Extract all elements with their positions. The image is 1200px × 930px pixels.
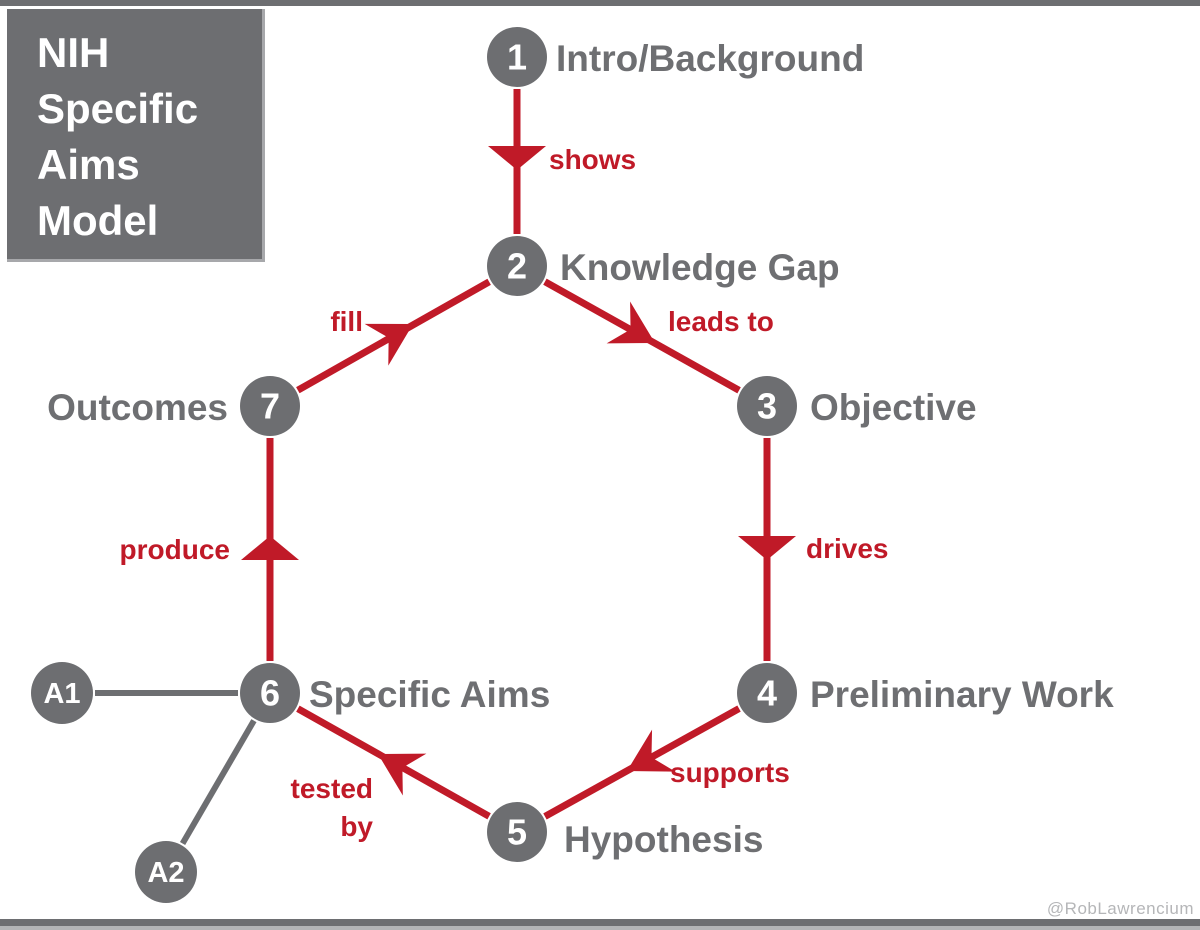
edge-label-leads-to: leads to (668, 306, 774, 337)
bottom-border-bar (0, 919, 1200, 926)
node-2-circle (487, 236, 547, 296)
edge-label-shows: shows (549, 144, 636, 175)
arrowhead-1-to-2-icon (488, 146, 546, 170)
node-1-label: Intro/Background (556, 38, 864, 79)
node-A1-number: A1 (43, 678, 80, 710)
node-4-number: 4 (757, 673, 777, 714)
edge-label-produce: produce (120, 534, 230, 565)
title-line-3: Aims (37, 141, 140, 188)
node-5-circle (487, 802, 547, 862)
node-A2-circle (135, 841, 197, 903)
bottom-border-light-bar (0, 926, 1200, 930)
arrowhead-4-to-5-icon (627, 729, 676, 772)
node-2-label: Knowledge Gap (560, 247, 840, 288)
edge-label-tested-by: by (340, 811, 373, 842)
node-4-circle (737, 663, 797, 723)
node-A1-circle (31, 662, 93, 724)
edge-label-fill: fill (330, 306, 363, 337)
arrowhead-5-to-6-icon (378, 753, 427, 796)
node-7-circle (240, 376, 300, 436)
node-7-label: Outcomes (47, 387, 228, 428)
node-5-label: Hypothesis (564, 819, 763, 860)
edge-label-tested-by: tested (291, 773, 373, 804)
node-6-label: Specific Aims (309, 674, 550, 715)
edge-label-drives: drives (806, 533, 889, 564)
node-3-label: Objective (810, 387, 977, 428)
top-border-bar (0, 0, 1200, 6)
arrowhead-7-to-2-icon (364, 323, 413, 366)
node-7-number: 7 (260, 386, 280, 427)
node-1-number: 1 (507, 37, 527, 78)
title-line-2: Specific (37, 85, 199, 132)
node-A2-number: A2 (147, 857, 184, 889)
node-3-number: 3 (757, 386, 777, 427)
node-3-circle (737, 376, 797, 436)
node-5-number: 5 (507, 812, 527, 853)
arrowhead-3-to-4-icon (738, 536, 796, 560)
arrowhead-6-to-7-icon (241, 536, 299, 560)
node-2-number: 2 (507, 246, 527, 287)
edge-A2-to-6 (179, 719, 257, 845)
node-4-label: Preliminary Work (810, 674, 1114, 715)
node-6-circle (240, 663, 300, 723)
title-line-1: NIH (37, 29, 110, 76)
title-line-4: Model (37, 197, 159, 244)
arrowhead-2-to-3-icon (606, 301, 655, 344)
watermark: @RobLawrencium (1046, 899, 1194, 918)
node-1-circle (487, 27, 547, 87)
node-6-number: 6 (260, 673, 280, 714)
title-box: NIH Specific Aims Model (7, 9, 265, 262)
edge-label-supports: supports (670, 757, 790, 788)
